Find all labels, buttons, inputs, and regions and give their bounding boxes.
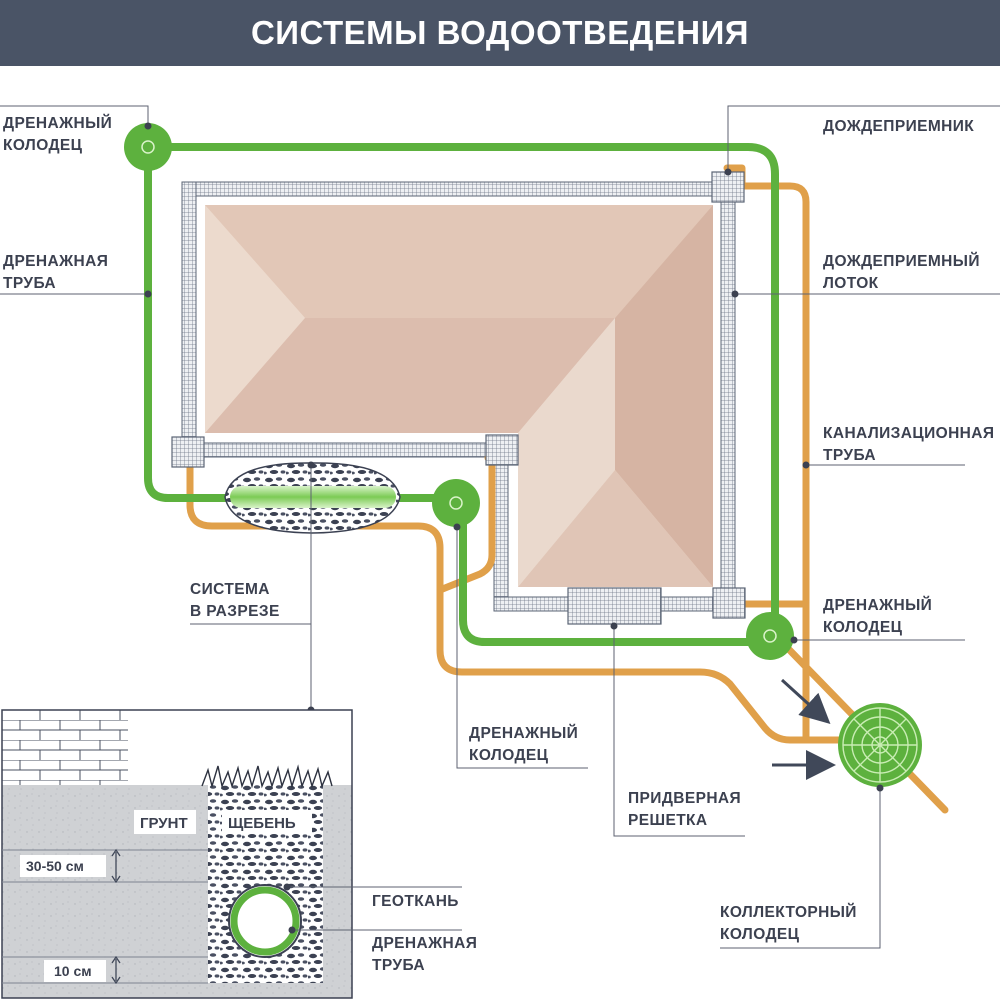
label-collector-well: КОЛЛЕКТОРНЫЙ КОЛОДЕЦ (720, 903, 857, 943)
door-grate (567, 587, 662, 625)
label-drain-pipe-left: ДРЕНАЖНАЯ ТРУБА (3, 253, 108, 292)
svg-text:ДОЖДЕПРИЕМНЫЙ: ДОЖДЕПРИЕМНЫЙ (823, 252, 980, 270)
cross-section-inset (1, 709, 462, 999)
svg-text:ТРУБА: ТРУБА (823, 447, 876, 464)
collector-well (838, 703, 922, 787)
label-storm-inlet: ДОЖДЕПРИЕМНИК (823, 118, 974, 135)
label-gravel: ЩЕБЕНЬ (228, 815, 296, 832)
label-drain-well-right: ДРЕНАЖНЫЙ КОЛОДЕЦ (823, 596, 932, 636)
leader-lines (0, 105, 1000, 949)
svg-text:КОЛОДЕЦ: КОЛОДЕЦ (469, 747, 549, 764)
drain-well-center (432, 479, 480, 527)
label-drain-pipe-section: ДРЕНАЖНАЯ ТРУБА (372, 935, 477, 974)
label-sewer-pipe: КАНАЛИЗАЦИОННАЯ ТРУБА (823, 425, 994, 464)
storm-inlets (171, 171, 746, 619)
svg-text:ПРИДВЕРНАЯ: ПРИДВЕРНАЯ (628, 790, 741, 807)
svg-text:ДРЕНАЖНЫЙ: ДРЕНАЖНЫЙ (823, 596, 932, 614)
svg-text:ЛОТОК: ЛОТОК (823, 275, 879, 292)
title-bar: СИСТЕМЫ ВОДООТВЕДЕНИЯ (0, 0, 1000, 66)
svg-text:КАНАЛИЗАЦИОННАЯ: КАНАЛИЗАЦИОННАЯ (823, 425, 994, 442)
drain-well-top-left (124, 123, 172, 171)
svg-text:ДРЕНАЖНАЯ: ДРЕНАЖНАЯ (372, 935, 477, 952)
svg-text:В РАЗРЕЗЕ: В РАЗРЕЗЕ (190, 603, 280, 620)
svg-text:ГЕОТКАНЬ: ГЕОТКАНЬ (372, 893, 459, 910)
svg-text:ДРЕНАЖНАЯ: ДРЕНАЖНАЯ (3, 253, 108, 270)
label-depth-bottom: 10 см (54, 963, 92, 979)
label-drain-well-center: ДРЕНАЖНЫЙ КОЛОДЕЦ (469, 724, 578, 764)
label-drain-well-top-left: ДРЕНАЖНЫЙ КОЛОДЕЦ (3, 114, 112, 154)
svg-text:ТРУБА: ТРУБА (372, 957, 425, 974)
house-roof (205, 205, 713, 587)
label-system-section: СИСТЕМА В РАЗРЕЗЕ (190, 581, 280, 620)
label-soil: ГРУНТ (140, 815, 188, 832)
label-door-grate: ПРИДВЕРНАЯ РЕШЕТКА (628, 790, 741, 829)
svg-text:КОЛОДЕЦ: КОЛОДЕЦ (823, 619, 903, 636)
label-geotextile: ГЕОТКАНЬ (372, 893, 459, 910)
label-storm-channel: ДОЖДЕПРИЕМНЫЙ ЛОТОК (823, 252, 980, 292)
svg-text:КОЛЛЕКТОРНЫЙ: КОЛЛЕКТОРНЫЙ (720, 903, 857, 921)
svg-text:РЕШЕТКА: РЕШЕТКА (628, 812, 708, 829)
svg-text:КОЛОДЕЦ: КОЛОДЕЦ (720, 926, 800, 943)
svg-text:ДРЕНАЖНЫЙ: ДРЕНАЖНЫЙ (469, 724, 578, 742)
page-title: СИСТЕМЫ ВОДООТВЕДЕНИЯ (250, 14, 750, 51)
drain-pipes (144, 143, 779, 646)
section-lens (224, 462, 401, 534)
svg-text:СИСТЕМА: СИСТЕМА (190, 581, 270, 598)
svg-text:КОЛОДЕЦ: КОЛОДЕЦ (3, 137, 83, 154)
svg-text:ДОЖДЕПРИЕМНИК: ДОЖДЕПРИЕМНИК (823, 118, 974, 135)
label-depth-top: 30-50 см (26, 858, 84, 874)
flow-arrow-top (780, 678, 831, 725)
svg-text:ТРУБА: ТРУБА (3, 275, 56, 292)
svg-text:ДРЕНАЖНЫЙ: ДРЕНАЖНЫЙ (3, 114, 112, 132)
drain-well-right (746, 612, 794, 660)
